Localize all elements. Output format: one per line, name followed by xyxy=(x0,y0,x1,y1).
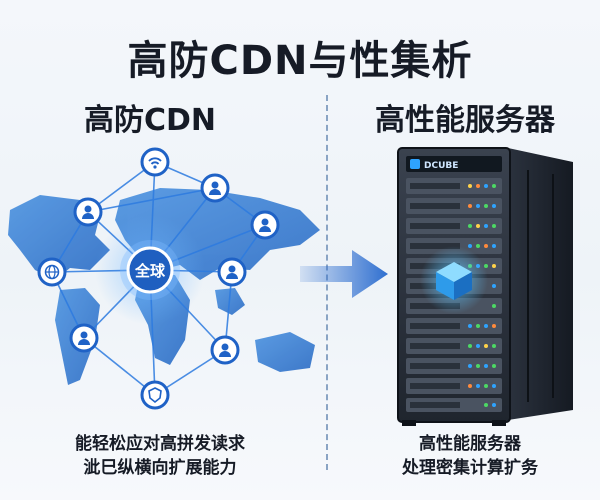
node-user-3 xyxy=(250,210,280,240)
cdn-caption-line-2: 泚巳纵横向扩展能力 xyxy=(83,458,237,478)
node-shield xyxy=(140,380,170,410)
dashed-divider xyxy=(326,95,328,470)
node-user-5 xyxy=(69,323,99,353)
server-heading: 高性能服务器 xyxy=(375,103,555,138)
cdn-caption-line-1: 能轻松应对高拼发读求 xyxy=(75,434,245,454)
node-wifi xyxy=(140,147,170,177)
node-globe xyxy=(37,257,67,287)
server-logo: DCUBE xyxy=(424,161,458,171)
node-user-4 xyxy=(217,257,247,287)
global-network-illustration: 全球 xyxy=(8,147,320,410)
node-user-1 xyxy=(73,197,103,227)
cdn-heading: 高防CDN xyxy=(83,103,217,138)
node-user-2 xyxy=(200,173,230,203)
server-caption: 高性能服务器 处理密集计算扩务 xyxy=(350,432,590,480)
arrow-right-icon xyxy=(300,250,388,298)
page-title: 高防CDN与性集析 xyxy=(127,38,473,84)
global-hub-node: 全球 xyxy=(120,240,180,300)
hub-label: 全球 xyxy=(134,262,166,280)
glowing-cube-icon xyxy=(420,246,488,314)
node-user-6 xyxy=(210,335,240,365)
server-caption-line-2: 处理密集计算扩务 xyxy=(402,458,538,478)
server-rack-illustration: DCUBE xyxy=(397,147,573,426)
server-caption-line-1: 高性能服务器 xyxy=(419,434,521,454)
cdn-caption: 能轻松应对高拼发读求 泚巳纵横向扩展能力 xyxy=(20,432,300,480)
